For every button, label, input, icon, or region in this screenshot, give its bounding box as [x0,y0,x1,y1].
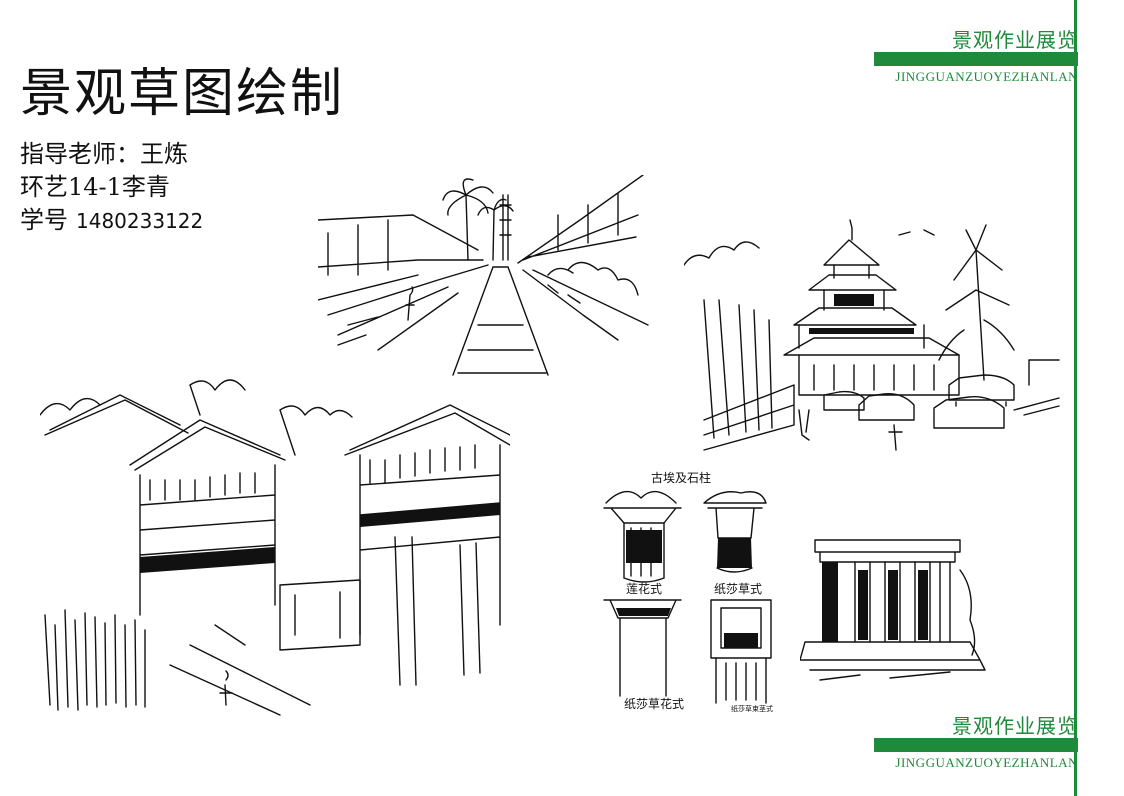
student-id-line: 学号 1480233122 [20,204,203,238]
green-vertical-rule [1074,0,1077,796]
student-id-label: 学号 [20,206,68,234]
brand-block-bottom: 景观作业展览 JINGGUANZUOYEZHANLAN [874,714,1078,771]
student-line: 环艺14-1李青 [20,173,170,201]
column-label-3: 纸莎草花式 [624,696,684,711]
brand-bar [874,52,1078,66]
brand-name-pinyin-bottom: JINGGUANZUOYEZHANLAN [895,755,1078,770]
brand-name-pinyin: JINGGUANZUOYEZHANLAN [895,69,1078,84]
brand-bar-bottom [874,738,1078,752]
author-info: 指导老师：王炼 环艺14-1李青 学号 1480233122 [20,138,203,238]
brand-name-cn: 景观作业展览 [952,28,1078,52]
student-id-value: 1480233122 [76,209,204,233]
instructor-line: 指导老师：王炼 [20,140,188,168]
wooden-village-sketch [40,379,510,716]
column-label-2: 纸莎草式 [714,582,762,596]
temple-portico-sketch [800,539,986,681]
egyptian-columns-sketch: 古埃及石柱 莲花式 纸莎草式 纸莎草花式 纸莎草束茎式 [603,470,773,713]
pagoda-temple-sketch [684,219,1060,451]
column-label-4: 纸莎草束茎式 [731,704,773,713]
brand-block-top: 景观作业展览 JINGGUANZUOYEZHANLAN [874,28,1078,85]
page-title: 景观草图绘制 [20,64,345,124]
columns-caption: 古埃及石柱 [651,470,711,485]
street-perspective-sketch [318,175,649,376]
column-label-1: 莲花式 [626,581,662,596]
brand-name-cn-bottom: 景观作业展览 [952,714,1078,738]
